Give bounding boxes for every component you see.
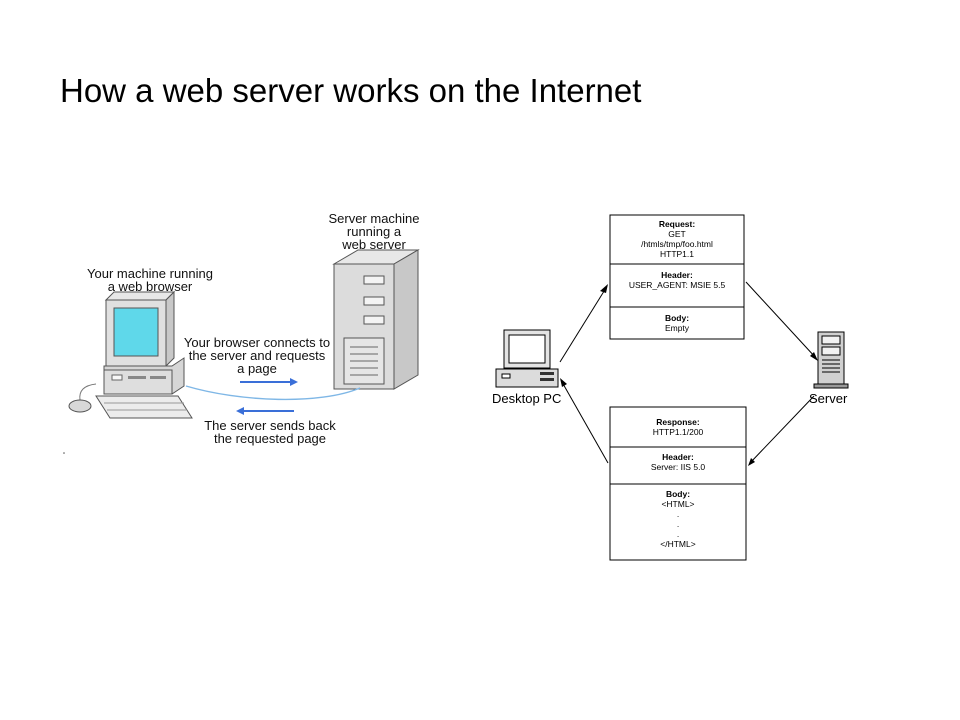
- request-box: [609, 214, 745, 340]
- response-box: [609, 406, 747, 561]
- request-section: Request: GET /htmls/tmp/foo.html HTTP1.1: [641, 219, 713, 259]
- request-to-server-arrow: [745, 281, 818, 361]
- server-to-response-arrow: [748, 395, 815, 466]
- request-label: Your browser connects to the server and …: [183, 335, 331, 376]
- response-body-section: Body: <HTML> . . . </HTML>: [660, 489, 696, 549]
- desktop-pc-icon: [495, 329, 559, 388]
- server-tower-icon: [332, 249, 420, 390]
- slide-title: How a web server works on the Internet: [60, 72, 642, 109]
- client-computer-icon: [68, 290, 193, 419]
- desktop-pc-label: Desktop PC: [492, 391, 562, 406]
- server-icon: [813, 331, 849, 389]
- server-label: Server: [809, 391, 848, 406]
- response-label: The server sends back the requested page: [204, 418, 336, 446]
- client-machine-label: Your machine running a web browser: [87, 266, 213, 294]
- connection-curve: [185, 385, 361, 401]
- desktop-to-request-arrow: [559, 284, 608, 363]
- request-header-section: Header: USER_AGENT: MSIE 5.5: [628, 270, 726, 290]
- response-section: Response: HTTP1.1/200: [652, 417, 704, 437]
- response-header-section: Header: Server: IIS 5.0: [650, 452, 706, 472]
- response-to-desktop-arrow: [560, 378, 609, 464]
- request-body-section: Body: Empty: [664, 313, 690, 333]
- response-arrow: [236, 407, 294, 415]
- server-machine-label: Server machine running a web server: [328, 211, 420, 252]
- request-arrow: [240, 378, 298, 386]
